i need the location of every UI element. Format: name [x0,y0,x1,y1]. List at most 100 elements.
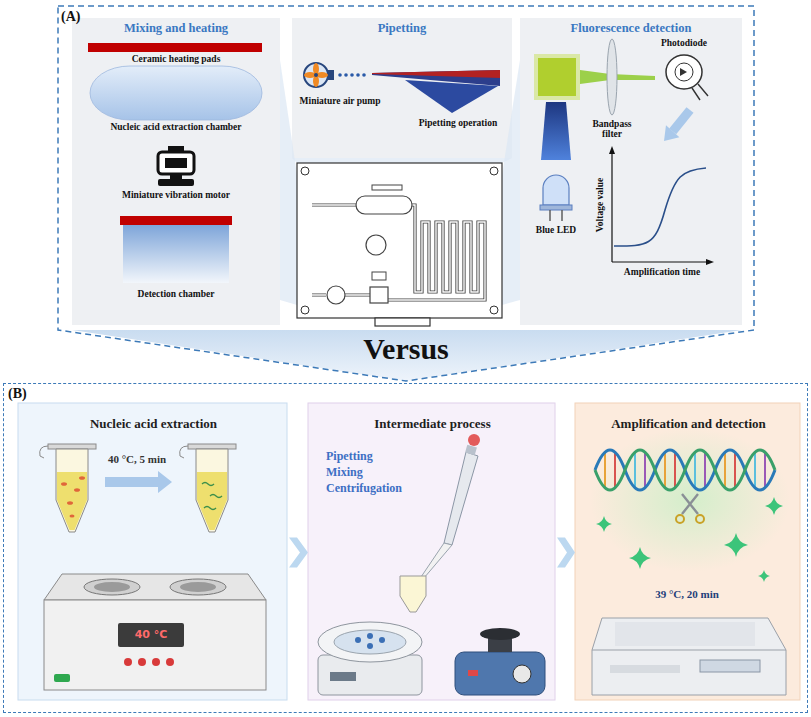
figure-panel: (B) Nucleic acid extraction Intermediate p… [3,383,808,713]
panel-ground [72,18,280,325]
text-block: Intermediate process [309,416,556,432]
sub-panel: Nucleic acid extraction [19,404,288,701]
chip-board [490,167,498,175]
crispr-illustration [634,452,636,488]
panel-tag: (A) [61,9,80,25]
panel-heading: Intermediate process [309,416,556,432]
sample-tube [70,514,75,517]
sub-panel: Amplification and detection [576,404,801,701]
crispr-illustration [734,452,736,488]
sub-panel: Fluorescence detection [520,18,742,325]
panel-tag: (B) [8,386,27,402]
heating-block [170,579,226,595]
sample-tube [40,446,48,458]
led-icon [543,175,569,205]
air-flow-dots [350,73,354,77]
crispr-illustration [696,515,704,523]
bandpass-filter [607,39,617,115]
text-block: Mixing and heating [72,21,280,36]
pipetting-channel [372,70,500,113]
text-block: Pipetting [292,21,512,36]
part-label: Bandpass filter [587,119,637,139]
excitation-source [538,58,576,96]
photodiode-icon [666,55,702,89]
sub-panel: Mixing and heating [72,18,280,325]
crispr-illustration [758,570,770,582]
centrifuge-icon [367,633,373,639]
amplification-curve [609,146,714,265]
heating-pad [88,43,262,52]
sample-tube [57,472,87,530]
vibration-motor-icon [168,146,184,151]
air-pump-icon [304,63,334,87]
photodiode-icon [666,55,708,100]
crispr-illustration [724,452,726,488]
heating-block [166,658,174,666]
crispr-illustration [694,452,696,488]
blue-beam [541,102,571,160]
sample-tube [48,444,96,449]
comparison-label: Versus [363,332,449,366]
detection-chamber [123,225,229,283]
vibration-motor-icon [158,152,194,174]
chip-board [301,167,309,175]
sample-tube [56,449,88,532]
detection-instrument [592,618,786,695]
blue-beam [541,102,571,160]
air-flow-dots [362,73,366,77]
crispr-illustration [595,450,775,490]
excitation-source [534,54,580,100]
panel-ground [292,158,512,163]
heating-pad [120,216,232,225]
process-arrow [105,471,172,493]
process-arrow [105,471,172,493]
extraction-chamber [90,66,262,120]
heating-block [84,579,140,595]
led-icon [540,175,572,221]
sample-tube [202,483,222,510]
chip-board [372,272,386,280]
pipetting-channel [405,80,498,113]
detection-instrument [610,665,680,673]
air-flow-dots [344,73,348,77]
detection-chamber [123,225,229,283]
panel-ground [72,330,742,381]
vibration-motor-icon [158,146,194,186]
vortex-mixer-icon [468,670,478,676]
bandpass-filter [607,39,617,115]
heating-block [118,623,184,647]
centrifuge-icon [330,672,356,681]
display-readout: 40 °C [135,628,168,641]
vibration-motor-icon [158,179,194,186]
chip-board [366,235,386,255]
pipette-icon [468,434,480,446]
step-list: Pipetting Mixing Centrifugation [326,448,402,496]
chip-board [297,163,502,326]
amplification-curve [611,152,612,262]
text-block: (B) [8,386,27,402]
air-pump-icon [304,63,328,87]
pipette-icon [465,445,477,455]
heating-pad [88,43,262,52]
air-flow-dots [356,73,360,77]
heating-block [44,574,266,600]
air-pump-icon [314,73,318,77]
panel-ground [18,403,287,700]
chevron-arrow [289,538,308,568]
centrifuge-icon [367,643,373,649]
part-label: Blue LED [536,225,576,235]
axis-label: Voltage value [595,178,605,232]
heating-block [138,658,146,666]
heating-block [94,582,130,592]
chip-board [375,318,430,326]
vortex-mixer-icon [455,652,545,695]
crispr-illustration [664,452,666,488]
crispr-illustration [765,497,783,515]
sample-tube [74,488,80,492]
vortex-mixer-icon [455,628,545,695]
part-label: Nucleic acid extraction chamber [110,122,241,132]
chip-board [372,185,402,190]
chip-board [490,306,498,314]
panel-ground [520,18,742,325]
crispr-illustration [595,450,775,490]
